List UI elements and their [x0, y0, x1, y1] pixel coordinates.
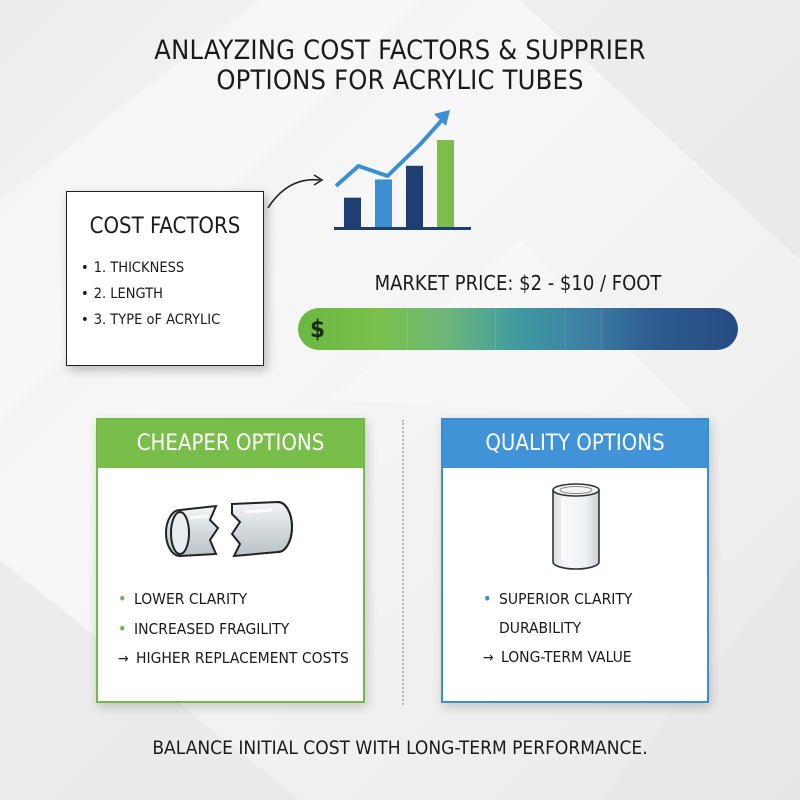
growth-chart-bar — [344, 197, 361, 228]
cheaper-options-list: •LOWER CLARITY •INCREASED FRAGILITY →HIG… — [118, 584, 349, 674]
title-line-1: ANLAYZING COST FACTORS & SUPPRIER — [154, 35, 646, 66]
cheaper-options-panel: CHEAPER OPTIONS •LOWER CLARITY •INCREASE… — [96, 418, 365, 703]
page-title: ANLAYZING COST FACTORS & SUPPRIER OPTION… — [0, 36, 800, 96]
right-arrow-icon: → — [118, 651, 129, 667]
list-item: •LOWER CLARITY — [118, 584, 349, 614]
price-bar-segment — [298, 308, 408, 350]
market-price-bar: $ — [298, 308, 738, 350]
right-arrow-icon: → — [483, 650, 494, 666]
growth-chart-bar — [437, 140, 454, 228]
bullet-dot-icon: • — [118, 589, 127, 608]
cheaper-options-header: CHEAPER OPTIONS — [98, 420, 363, 468]
growth-chart-bar — [406, 165, 423, 228]
price-bar-segment — [408, 308, 496, 350]
cost-factor-item: 3. TYPE oF ACRYLIC — [81, 307, 263, 333]
list-item: •INCREASED FRAGILITY — [118, 614, 349, 644]
quality-options-header: QUALITY OPTIONS — [443, 420, 707, 468]
dollar-icon: $ — [310, 315, 326, 343]
cost-factor-item: 1. THICKNESS — [81, 255, 263, 281]
cost-factors-card: COST FACTORS 1. THICKNESS 2. LENGTH 3. T… — [66, 191, 264, 366]
price-bar-segment — [496, 308, 566, 350]
growth-chart-icon — [334, 110, 471, 230]
quality-options-list: •SUPERIOR CLARITY DURABILITY →LONG-TERM … — [483, 584, 632, 673]
trend-line — [334, 118, 444, 188]
price-bar-segment — [566, 308, 602, 350]
footer-message: BALANCE INITIAL COST WITH LONG-TERM PERF… — [152, 737, 648, 759]
cost-factor-item: 2. LENGTH — [81, 281, 263, 307]
clear-tube-icon — [549, 482, 603, 572]
market-price-label: MARKET PRICE: $2 - $10 / FOOT — [374, 271, 662, 295]
title-line-2: OPTIONS FOR ACRYLIC TUBES — [216, 65, 584, 96]
bullet-dot-icon: • — [483, 589, 492, 608]
cost-factors-list: 1. THICKNESS 2. LENGTH 3. TYPE oF ACRYLI… — [67, 255, 263, 333]
list-item: •SUPERIOR CLARITY — [483, 584, 632, 614]
list-item: DURABILITY — [499, 619, 582, 637]
quality-options-panel: QUALITY OPTIONS •SUPERIOR CLARITY DURABI… — [441, 418, 709, 703]
list-item: →LONG-TERM VALUE — [483, 643, 632, 673]
bullet-dot-icon: • — [118, 619, 127, 638]
list-item: →HIGHER REPLACEMENT COSTS — [118, 644, 349, 674]
section-divider — [402, 420, 404, 705]
curved-arrow-icon — [267, 174, 324, 209]
broken-tube-icon — [160, 496, 300, 566]
trend-arrowhead-icon — [434, 110, 450, 126]
cost-factors-title: COST FACTORS — [89, 214, 241, 239]
growth-chart-bar — [375, 179, 392, 228]
